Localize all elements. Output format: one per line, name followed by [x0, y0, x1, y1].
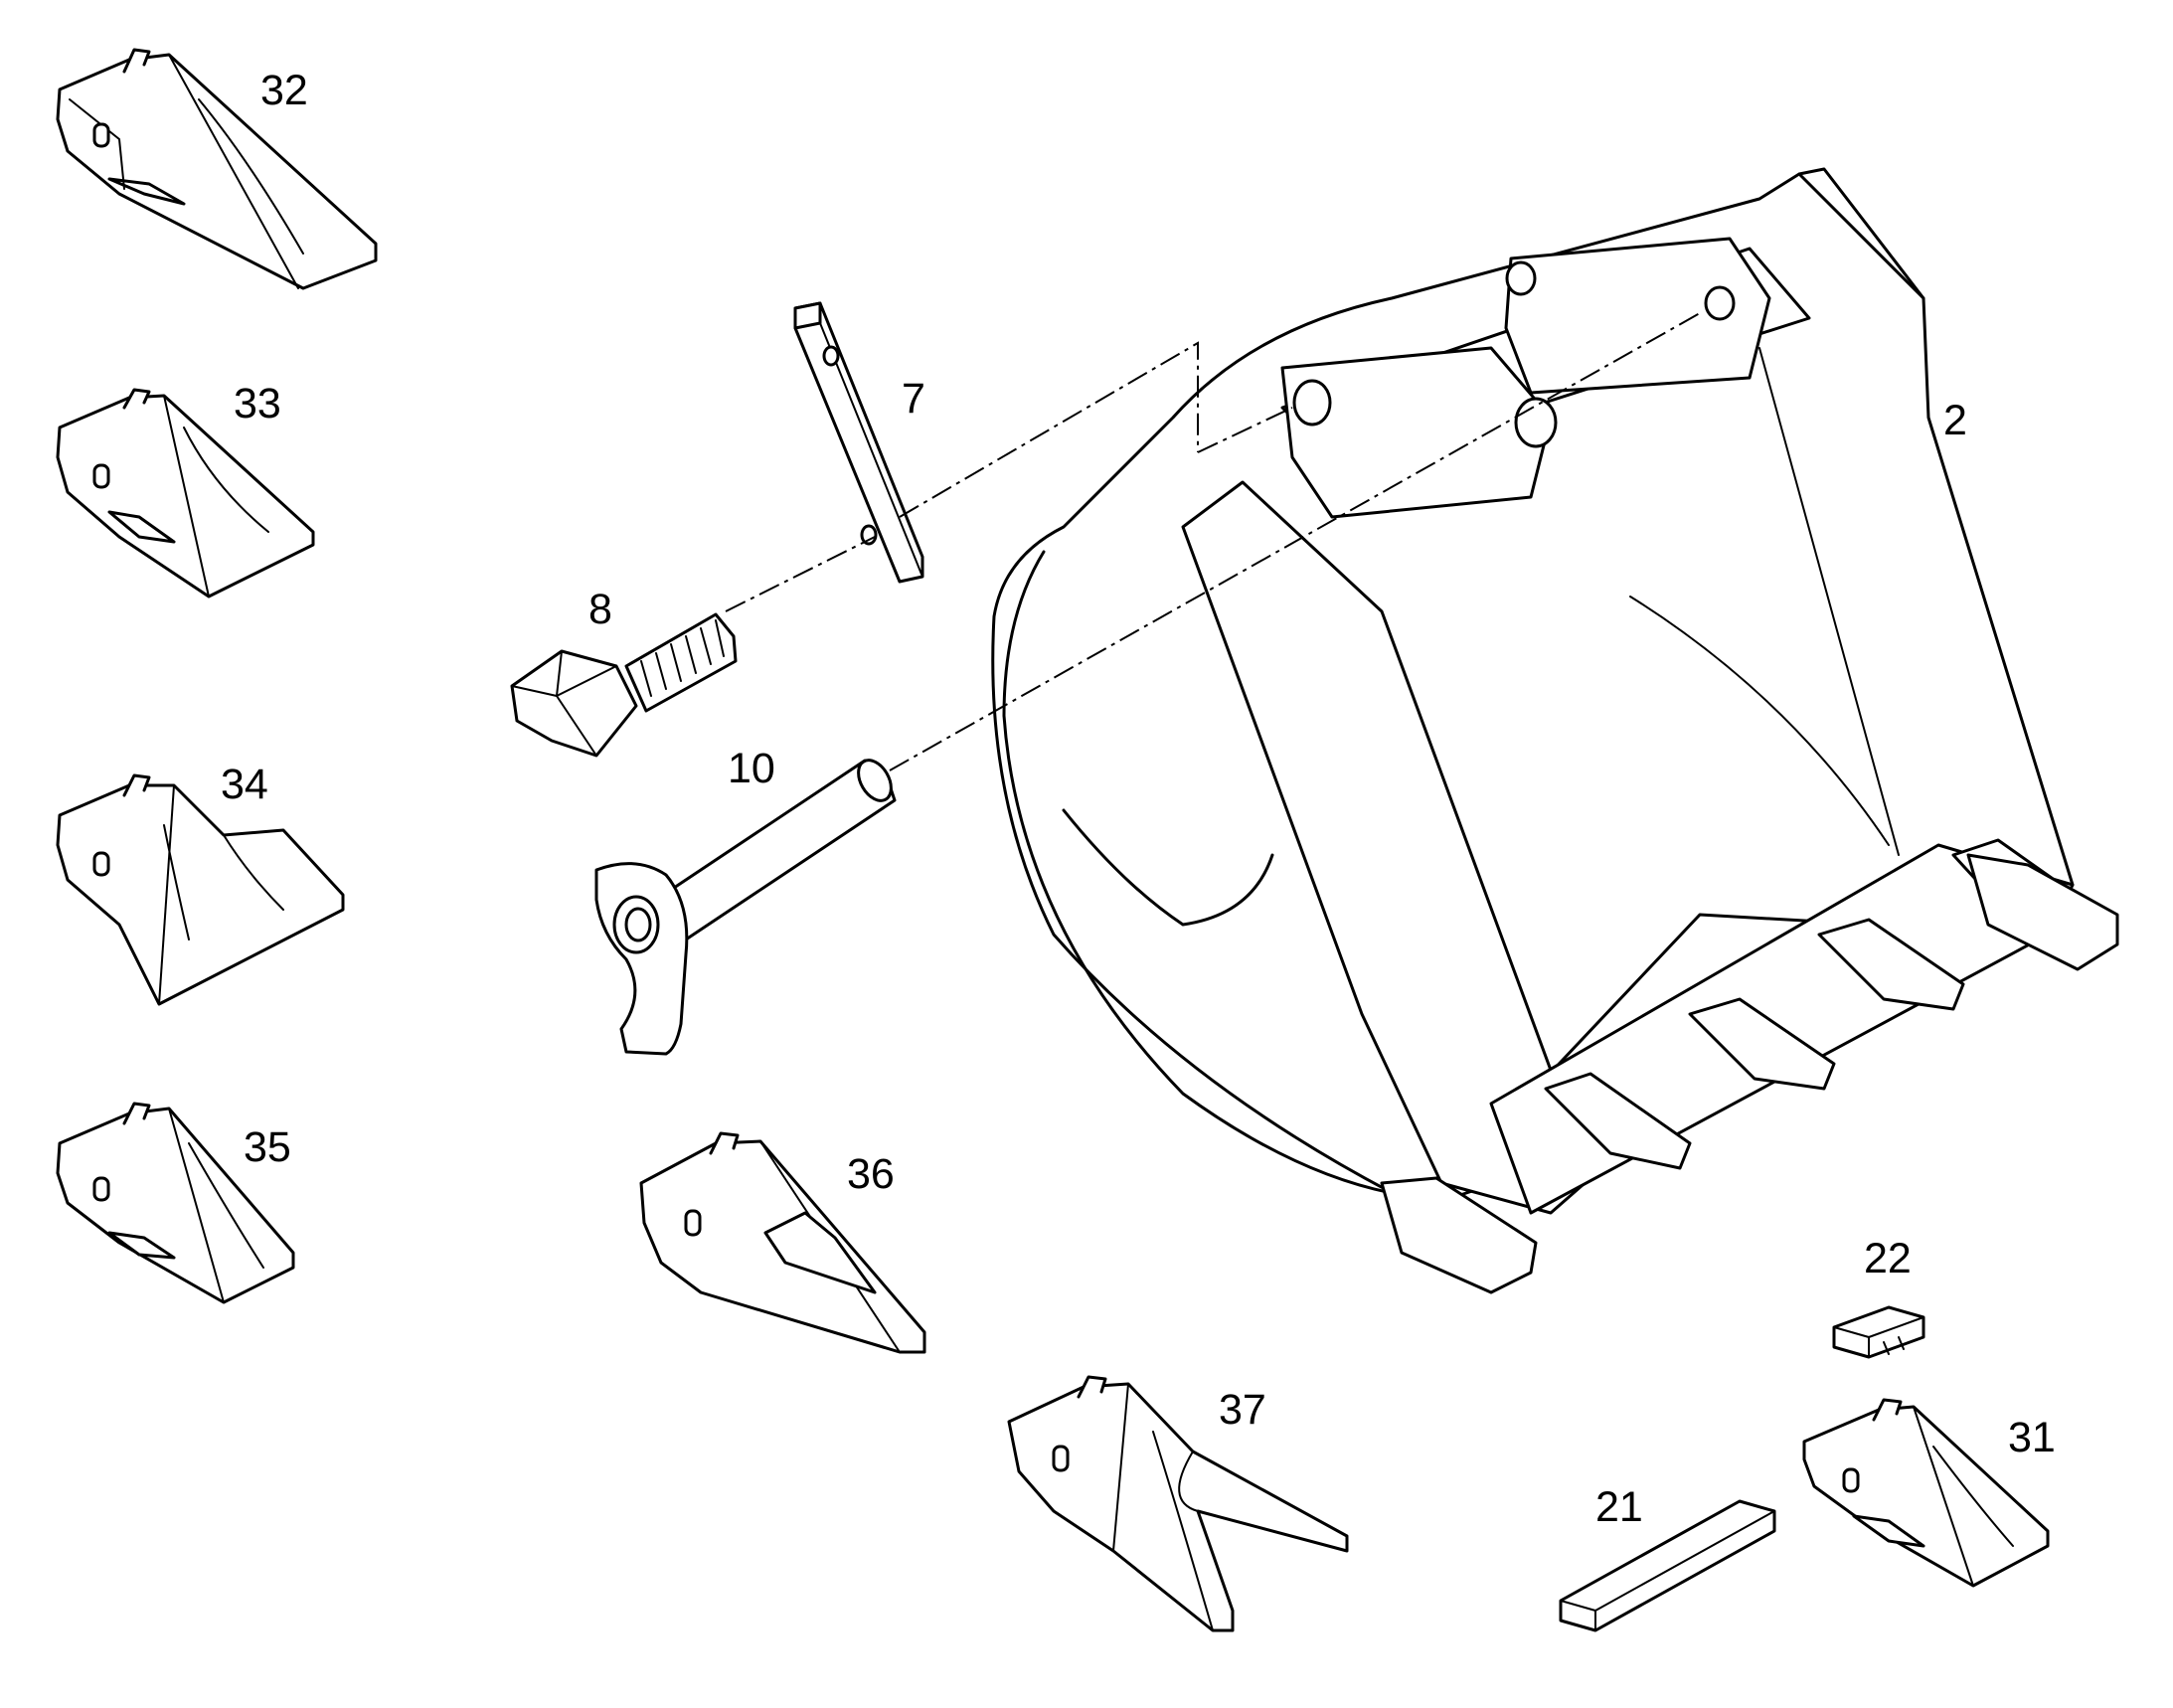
part-label-37: 37 [1219, 1386, 1266, 1434]
part-label-36: 36 [847, 1150, 895, 1198]
bolt-8-drawing [510, 612, 738, 758]
part-label-10: 10 [728, 745, 775, 792]
part-label-33: 33 [234, 380, 281, 427]
part-label-35: 35 [244, 1123, 291, 1171]
part-label-21: 21 [1595, 1483, 1643, 1531]
part-label-31: 31 [2008, 1414, 2056, 1461]
lock-22-drawing [1832, 1305, 1925, 1359]
pin-10-drawing [594, 759, 897, 1056]
tooth-36-drawing [639, 1131, 926, 1354]
bucket-2-drawing [991, 167, 2119, 1294]
tooth-32-drawing [56, 48, 378, 290]
tooth-35-drawing [56, 1102, 295, 1304]
part-label-32: 32 [260, 67, 308, 114]
tooth-34-drawing [56, 773, 345, 1006]
part-label-8: 8 [588, 586, 612, 633]
tooth-37-drawing [1007, 1375, 1349, 1632]
part-label-34: 34 [221, 761, 268, 808]
assembly-lines [725, 312, 1701, 771]
part-label-2: 2 [1943, 397, 1967, 444]
tooth-31-drawing [1802, 1398, 2050, 1588]
tooth-33-drawing [56, 388, 315, 598]
part-label-22: 22 [1864, 1235, 1912, 1282]
part-label-7: 7 [902, 375, 925, 423]
retainer-21-drawing [1559, 1499, 1776, 1632]
plate-7-drawing [793, 301, 924, 584]
